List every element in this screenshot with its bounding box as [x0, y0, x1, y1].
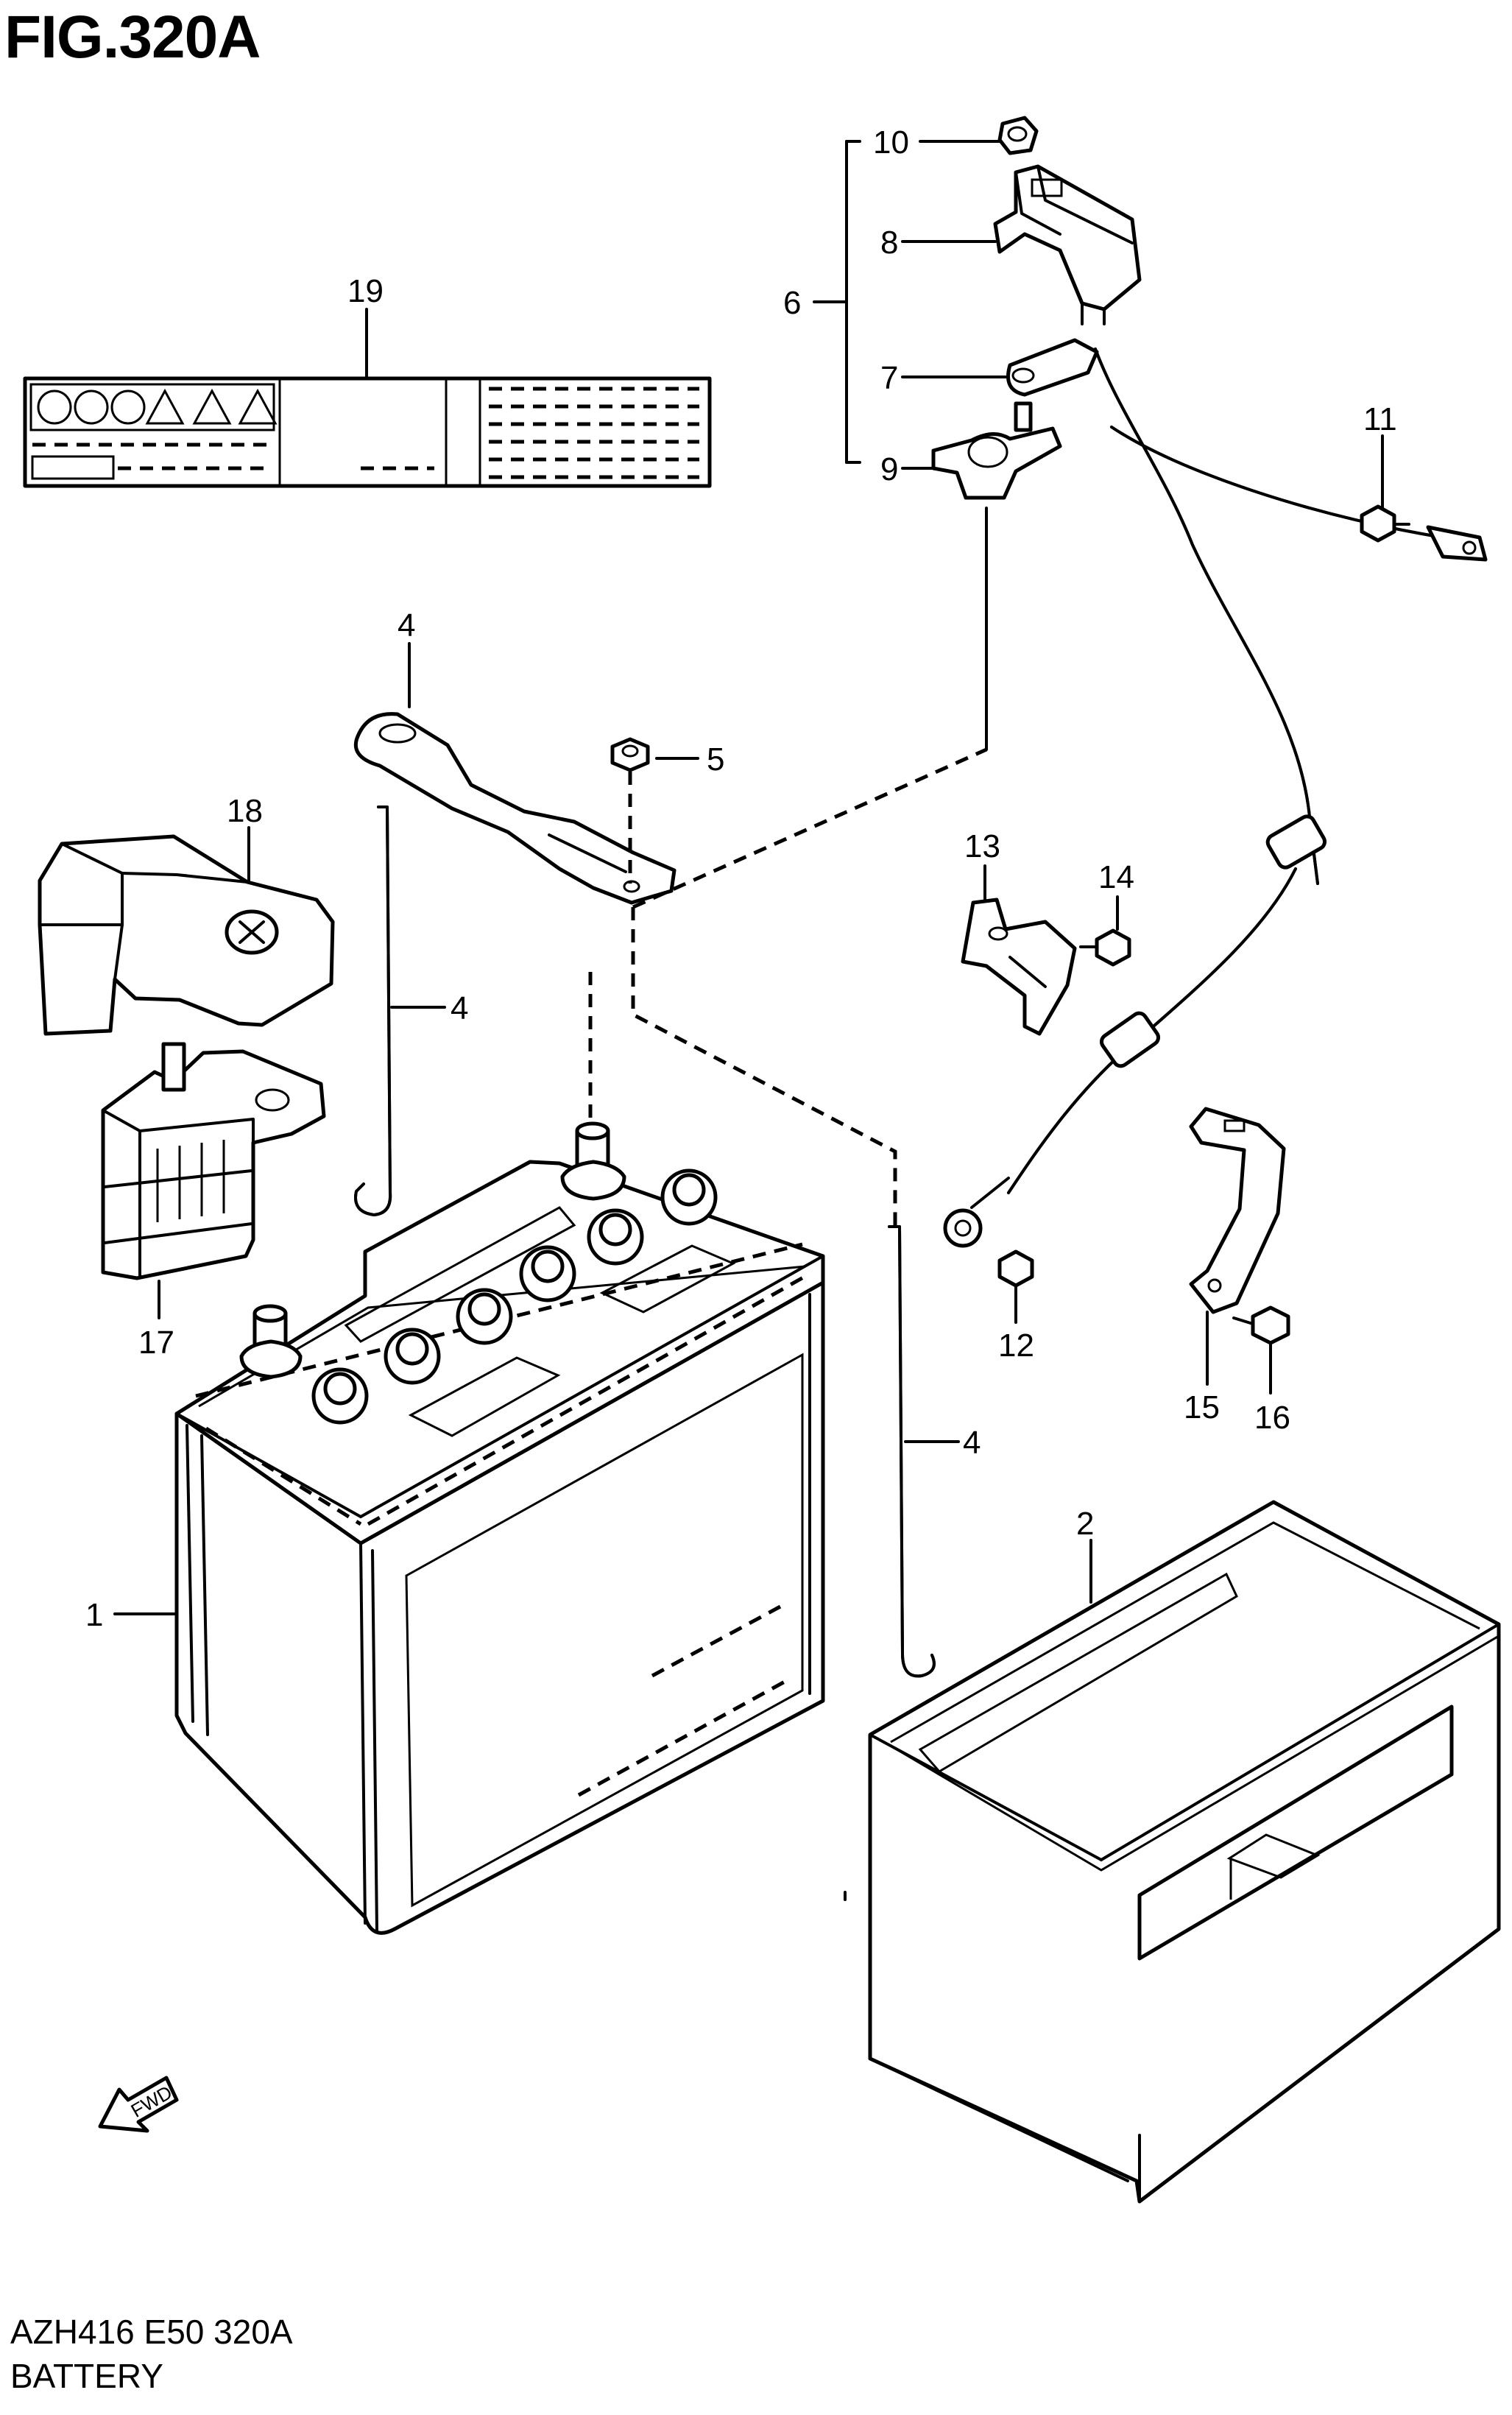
- callout-16: 16: [1254, 1400, 1290, 1436]
- callout-14: 14: [1098, 859, 1134, 895]
- callout-4-right: 4: [963, 1425, 981, 1461]
- callout-7: 7: [880, 360, 898, 396]
- terminal-fuse-block-part[interactable]: [101, 1042, 326, 1280]
- cable-clip-bracket-part[interactable]: [961, 898, 1077, 1036]
- section-name: BATTERY: [10, 2357, 163, 2395]
- battery-hold-down-part[interactable]: [353, 712, 676, 905]
- bracket-bolt-part[interactable]: [1232, 1305, 1290, 1345]
- callout-6: 6: [783, 285, 801, 321]
- terminal-lug-part[interactable]: [1006, 338, 1099, 397]
- callout-11: 11: [1363, 401, 1397, 437]
- callout-19: 19: [347, 273, 384, 309]
- callout-17: 17: [138, 1325, 174, 1361]
- callout-18: 18: [227, 793, 263, 829]
- callout-3: 4: [398, 607, 415, 644]
- callout-13: 13: [964, 828, 1000, 864]
- hold-down-rod-right-part[interactable]: [888, 1225, 936, 1678]
- hold-down-nut-part[interactable]: [610, 737, 650, 772]
- terminal-nut-part[interactable]: [997, 116, 1039, 155]
- figure-title: FIG.320A: [4, 4, 261, 71]
- forward-direction-arrow: FWD: [98, 2076, 179, 2133]
- battery-clamp-part[interactable]: [931, 401, 1062, 500]
- callout-12: 12: [998, 1328, 1034, 1364]
- battery-tray-part[interactable]: [868, 1500, 1501, 2204]
- callout-4-left: 4: [451, 990, 468, 1026]
- positive-battery-cable-part[interactable]: [943, 348, 1488, 1248]
- callout-2: 2: [1076, 1506, 1094, 1542]
- cable-bracket-part[interactable]: [1189, 1107, 1286, 1314]
- callout-1: 1: [85, 1597, 103, 1633]
- callout-5: 5: [707, 741, 724, 778]
- callout-8: 8: [880, 225, 898, 261]
- hold-down-rod-left-part[interactable]: [354, 805, 392, 1216]
- warning-label-part[interactable]: [23, 376, 712, 488]
- callout-9: 9: [880, 451, 898, 487]
- terminal-cover-part[interactable]: [993, 164, 1142, 325]
- model-code: AZH416 E50 320A: [10, 2313, 293, 2351]
- cable-bolt-part[interactable]: [997, 1249, 1034, 1303]
- positive-terminal-cover-part[interactable]: [38, 834, 335, 1036]
- callout-15: 15: [1184, 1389, 1220, 1425]
- ground-bolt-part[interactable]: [1360, 504, 1410, 543]
- battery-part[interactable]: [174, 1121, 825, 1935]
- clip-bolt-part[interactable]: [1079, 928, 1131, 967]
- callout-10: 10: [873, 124, 909, 161]
